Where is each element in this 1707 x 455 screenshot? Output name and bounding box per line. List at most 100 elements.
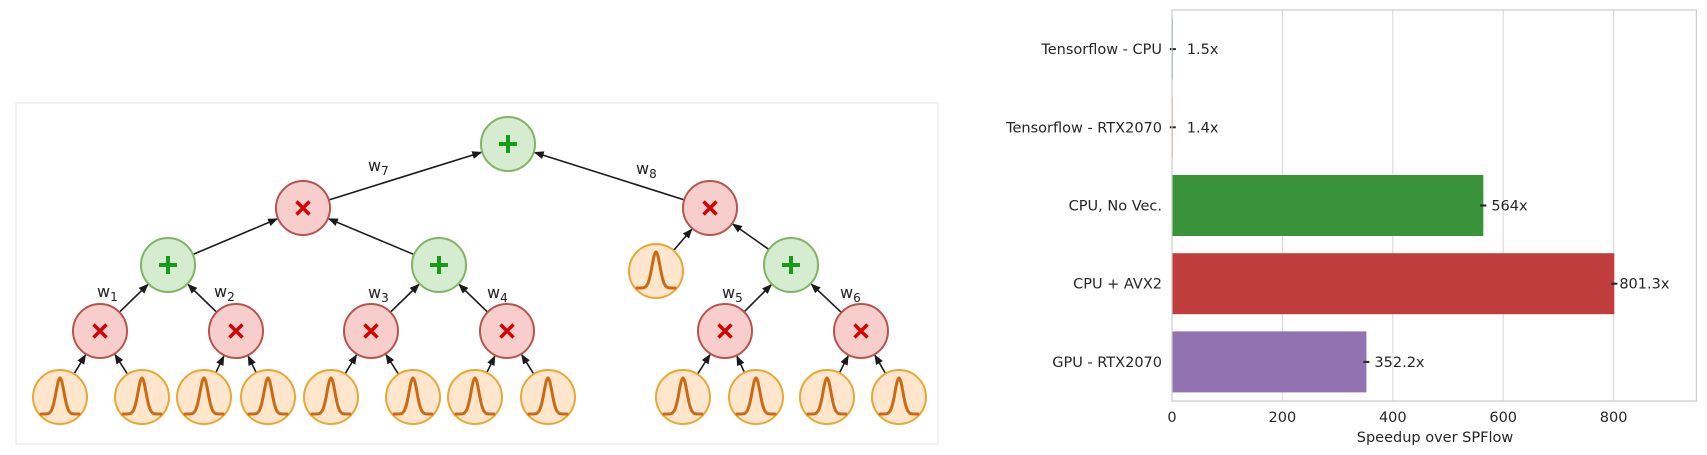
leaf-node	[520, 369, 576, 425]
weight-label-w8: w8	[636, 159, 657, 181]
bar-value-label: 352.2x	[1374, 355, 1425, 371]
category-label: CPU + AVX2	[1073, 277, 1162, 293]
edge-l12-to-p8	[874, 354, 887, 375]
gaussian-icon	[310, 376, 352, 416]
x-axis-label: Speedup over SPFlow	[1357, 430, 1514, 446]
edge-l13-to-p2	[672, 228, 693, 252]
leaf-node	[628, 243, 684, 299]
edge-l7-to-p6	[486, 355, 496, 374]
leaf-node	[114, 369, 170, 425]
edge-l10-to-p7	[736, 355, 746, 373]
gaussian-icon	[183, 376, 225, 416]
times-icon	[717, 323, 733, 339]
leaf-node-circle	[655, 369, 711, 425]
edge-l6-to-p5	[385, 353, 400, 375]
category-label: Tensorflow - CPU	[1040, 42, 1162, 58]
product-node	[72, 303, 128, 359]
weight-labels: w1 w2 w3 w4 w5 w6 w7 w8	[97, 156, 861, 305]
gaussian-icon	[454, 376, 496, 416]
edge-p8-to-s3	[810, 283, 842, 314]
product-node	[682, 180, 738, 236]
gaussian-icon	[635, 250, 677, 290]
weight-label-w5: w5	[722, 283, 743, 305]
leaf-node	[32, 369, 88, 425]
leaf-node-circle	[628, 243, 684, 299]
leaf-node	[240, 369, 296, 425]
gaussian-icon	[392, 376, 434, 416]
edge-s1-to-p1	[192, 218, 279, 256]
leaf-node	[176, 369, 232, 425]
leaf-node-circle	[728, 369, 784, 425]
weight-label-w6: w6	[840, 283, 861, 305]
plus-icon	[499, 135, 517, 153]
category-labels: Tensorflow - CPU Tensorflow - RTX2070CPU,…	[1005, 42, 1162, 371]
gaussian-icon	[527, 376, 569, 416]
spn-diagram: w1 w2 w3 w4 w5 w6 w7 w8	[15, 102, 939, 445]
times-icon	[92, 323, 108, 339]
leaf-node-circle	[799, 369, 855, 425]
product-node	[343, 303, 399, 359]
edge-l5-to-p5	[344, 354, 358, 375]
edge-s2-to-p1	[327, 218, 415, 256]
bar-value-label: 564x	[1491, 199, 1528, 215]
edge-p1-to-s0	[328, 151, 483, 201]
edge-l1-to-p3	[73, 354, 87, 375]
category-label: GPU - RTX2070	[1052, 355, 1162, 371]
bar-value-label: 1.5x	[1187, 42, 1219, 58]
weight-label-w4: w4	[487, 283, 508, 305]
edge-p2-to-s0	[533, 151, 685, 201]
sum-node	[411, 237, 467, 293]
times-icon	[853, 323, 869, 339]
times-icon	[295, 200, 311, 216]
x-tick-label: 0	[1167, 410, 1176, 426]
x-tick-label: 200	[1269, 410, 1297, 426]
diagram-edges	[73, 151, 887, 375]
leaf-node-circle	[32, 369, 88, 425]
leaf-node-circle	[385, 369, 441, 425]
category-label: Tensorflow - RTX2070	[1005, 120, 1162, 136]
product-node	[275, 180, 331, 236]
x-tick-label: 400	[1379, 410, 1407, 426]
edge-l3-to-p4	[215, 355, 225, 374]
weight-label-w7: w7	[368, 156, 389, 178]
plus-icon	[159, 256, 177, 274]
gaussian-icon	[735, 376, 777, 416]
leaf-node	[385, 369, 441, 425]
product-node	[208, 303, 264, 359]
product-node	[479, 303, 535, 359]
bar-value-label: 1.4x	[1187, 120, 1219, 136]
edge-l4-to-p4	[247, 355, 257, 374]
x-tick-label: 600	[1489, 410, 1517, 426]
times-icon	[363, 323, 379, 339]
leaf-node-circle	[303, 369, 359, 425]
plus-icon	[782, 256, 800, 274]
speedup-bar-chart: Tensorflow - CPU Tensorflow - RTX2070CPU,…	[1005, 9, 1698, 446]
chart-axes	[1171, 9, 1698, 402]
edge-l9-to-p7	[696, 353, 711, 375]
product-node	[697, 303, 753, 359]
bar	[1172, 175, 1484, 236]
plus-icon	[430, 256, 448, 274]
leaf-node-circle	[871, 369, 927, 425]
gaussian-icon	[662, 376, 704, 416]
leaf-node-circle	[114, 369, 170, 425]
bar	[1172, 331, 1367, 393]
sum-node	[480, 116, 536, 172]
weight-label-w2: w2	[214, 282, 235, 304]
leaf-node	[655, 369, 711, 425]
gaussian-icon	[878, 376, 920, 416]
bar	[1172, 253, 1615, 315]
sum-node	[763, 237, 819, 293]
edge-p5-to-s2	[389, 283, 420, 313]
sum-node	[140, 237, 196, 293]
category-label: CPU, No Vec.	[1069, 199, 1162, 215]
edge-l8-to-p6	[521, 353, 535, 375]
leaf-node	[799, 369, 855, 425]
leaf-node	[728, 369, 784, 425]
times-icon	[499, 323, 515, 339]
plot-frame	[1171, 9, 1698, 402]
edge-p3-to-s1	[118, 283, 149, 313]
